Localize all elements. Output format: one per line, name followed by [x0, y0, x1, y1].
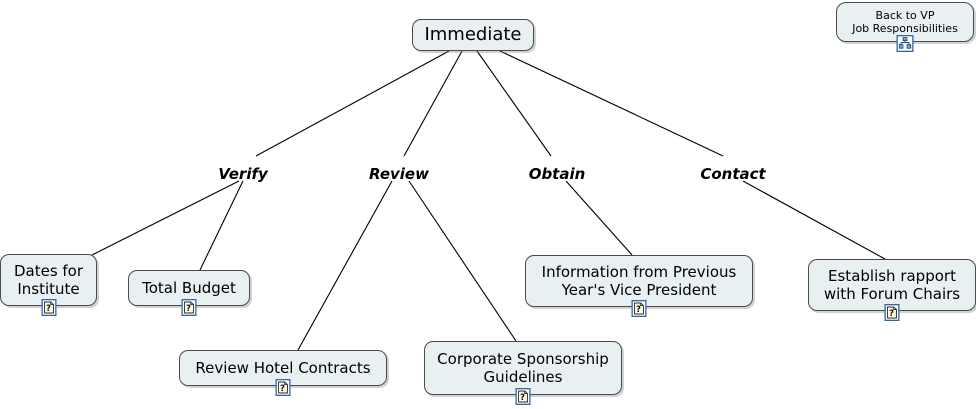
- relation-label-verify[interactable]: Verify: [218, 165, 268, 183]
- hierarchy-icon[interactable]: [896, 35, 914, 52]
- edge-line: [499, 50, 724, 157]
- concept-node-label: Establish rapport with Forum Chairs: [823, 267, 961, 303]
- svg-text:?: ?: [889, 309, 894, 319]
- concept-node-label: Information from Previous Year's Vice Pr…: [541, 263, 737, 299]
- svg-text:?: ?: [280, 384, 285, 394]
- concept-node-label: Review Hotel Contracts: [195, 359, 371, 377]
- edge-line: [565, 180, 633, 256]
- edge-line: [199, 180, 244, 271]
- svg-text:?: ?: [46, 304, 51, 314]
- note-question-icon[interactable]: ?: [884, 304, 900, 321]
- edge-line: [476, 50, 552, 157]
- concept-node-root[interactable]: Immediate: [412, 19, 534, 51]
- concept-node-corporate-sponsorship-guidelines[interactable]: Corporate Sponsorship Guidelines: [424, 341, 622, 395]
- edge-line: [91, 180, 240, 256]
- note-question-icon[interactable]: ?: [41, 299, 56, 316]
- relation-label-obtain[interactable]: Obtain: [528, 165, 586, 183]
- edge-line: [408, 180, 517, 342]
- svg-text:?: ?: [520, 393, 525, 403]
- concept-node-label: Corporate Sponsorship Guidelines: [437, 350, 609, 386]
- concept-node-establish-rapport-with-forum-chairs[interactable]: Establish rapport with Forum Chairs: [808, 259, 976, 311]
- edge-line: [403, 50, 463, 157]
- concept-node-dates-for-institute[interactable]: Dates for Institute: [0, 254, 97, 306]
- note-question-icon[interactable]: ?: [515, 388, 531, 405]
- note-question-icon[interactable]: ?: [181, 299, 197, 316]
- note-question-icon[interactable]: ?: [275, 379, 291, 396]
- note-question-icon[interactable]: ?: [631, 300, 647, 317]
- relation-label-review[interactable]: Review: [369, 165, 429, 183]
- relation-label-contact[interactable]: Contact: [700, 165, 766, 183]
- svg-text:?: ?: [636, 305, 641, 315]
- svg-text:?: ?: [186, 304, 191, 314]
- backlink-node-label: Back to VP Job Responsibilities: [852, 9, 958, 35]
- edge-line: [255, 50, 450, 157]
- concept-node-label: Immediate: [424, 24, 522, 45]
- concept-node-label: Total Budget: [142, 279, 236, 297]
- edge-line: [297, 180, 393, 351]
- edge-line: [742, 180, 886, 260]
- concept-node-label: Dates for Institute: [13, 262, 84, 298]
